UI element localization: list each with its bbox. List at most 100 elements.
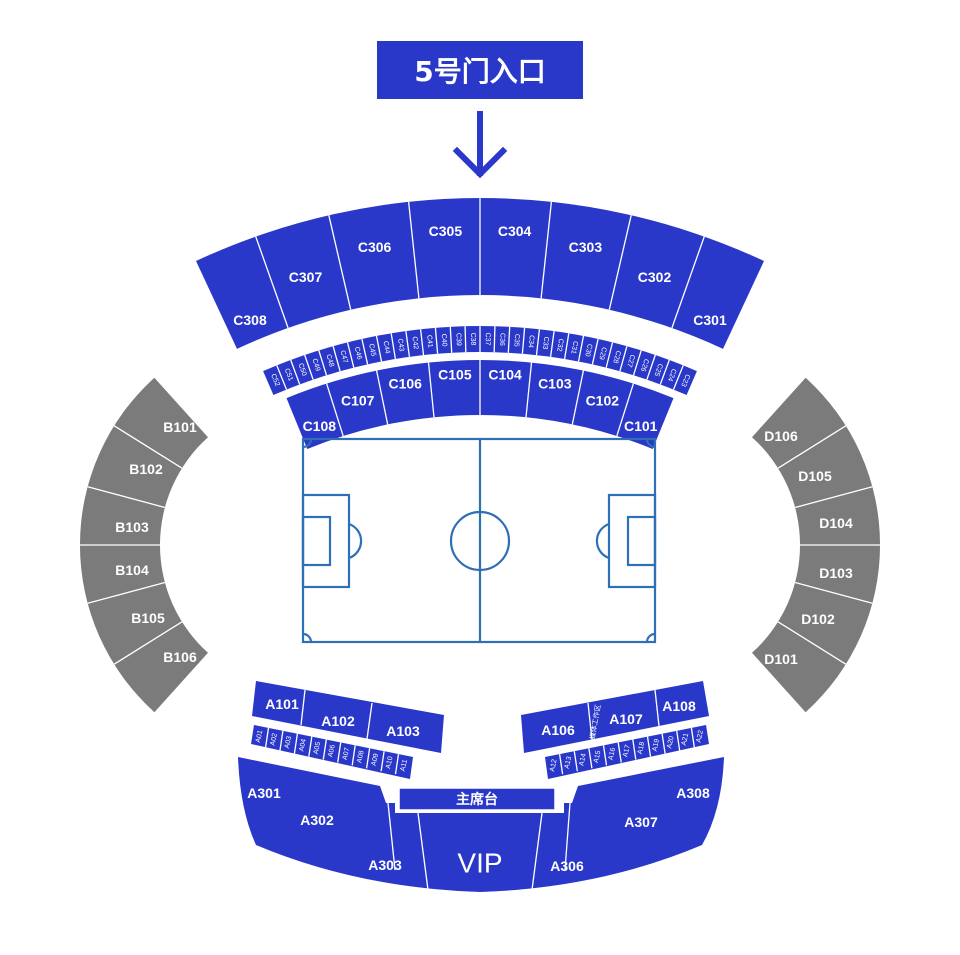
box-a20: A20: [666, 735, 675, 749]
section-b106: B106: [163, 649, 197, 665]
section-d105: D105: [798, 468, 832, 484]
section-c303: C303: [569, 239, 603, 255]
box-divider: [602, 745, 608, 766]
box-divider: [659, 359, 670, 385]
box-c52: C52: [269, 373, 280, 388]
box-c46: C46: [353, 346, 363, 360]
section-divider: [325, 383, 344, 437]
box-divider: [337, 742, 342, 763]
box-divider: [493, 326, 496, 353]
box-c28: C28: [611, 350, 621, 364]
section-b104: B104: [115, 562, 149, 578]
box-c34: C34: [527, 335, 535, 349]
section-divider: [427, 362, 435, 418]
south-lower-west: [252, 681, 444, 753]
section-c103: C103: [538, 376, 572, 392]
box-a19: A19: [652, 738, 661, 752]
box-c35: C35: [512, 334, 520, 347]
section-divider: [794, 486, 873, 509]
south-box-row-west: [251, 725, 413, 779]
box-c48: C48: [324, 354, 334, 368]
box-divider: [549, 331, 555, 357]
box-a13: A13: [564, 756, 573, 770]
section-b105: B105: [131, 610, 165, 626]
box-c24: C24: [666, 368, 677, 383]
section-d102: D102: [801, 611, 835, 627]
south-upper-tier: [238, 757, 724, 892]
section-divider: [375, 370, 389, 425]
box-a12: A12: [549, 759, 558, 773]
section-c106: C106: [388, 376, 422, 392]
section-d103: D103: [819, 565, 853, 581]
box-divider: [573, 751, 578, 772]
section-a303: A303: [368, 857, 402, 873]
section-d101: D101: [764, 651, 798, 667]
box-c49: C49: [310, 358, 321, 372]
box-c39: C39: [454, 333, 462, 346]
box-a11: A11: [400, 759, 409, 772]
section-divider: [654, 689, 660, 727]
box-divider: [690, 727, 696, 748]
gate-5-banner[interactable]: [377, 41, 583, 99]
section-a307: A307: [624, 814, 658, 830]
section-divider: [407, 201, 420, 299]
section-b101: B101: [163, 419, 197, 435]
box-divider: [308, 736, 313, 757]
box-divider: [535, 329, 541, 356]
section-c308: C308: [233, 312, 267, 328]
box-c40: C40: [440, 334, 448, 347]
box-a02: A02: [269, 732, 278, 746]
box-divider: [672, 365, 684, 390]
section-c108: C108: [303, 418, 337, 434]
football-pitch: [301, 437, 657, 644]
corner-arc-tr: [645, 438, 656, 449]
box-divider: [646, 354, 656, 380]
box-divider: [332, 346, 341, 372]
goal-area-left: [301, 515, 332, 567]
box-divider: [521, 327, 526, 354]
penalty-area-left: [301, 493, 351, 589]
box-c29: C29: [597, 346, 607, 360]
box-divider: [661, 733, 666, 754]
box-divider: [577, 335, 585, 362]
section-divider: [113, 621, 183, 665]
section-a103: A103: [386, 723, 420, 739]
section-divider: [777, 621, 847, 665]
box-divider: [563, 333, 570, 360]
down-arrow-icon: [452, 111, 508, 179]
box-a09: A09: [371, 753, 380, 767]
box-divider: [322, 739, 327, 760]
north-box-row: [263, 325, 697, 395]
box-divider: [380, 751, 385, 772]
main-stand-box[interactable]: [398, 787, 556, 811]
section-c101: C101: [624, 418, 658, 434]
box-divider: [351, 745, 356, 766]
box-a01: A01: [255, 730, 264, 744]
box-c26: C26: [639, 358, 650, 372]
vip-label: VIP: [457, 848, 502, 879]
vip-divider-right: [531, 812, 543, 891]
box-divider: [507, 326, 511, 353]
box-c41: C41: [425, 335, 433, 349]
corner-arc-tl: [302, 438, 313, 449]
box-c33: C33: [541, 336, 550, 350]
box-c32: C32: [555, 338, 564, 352]
penalty-arc-right: [595, 522, 610, 560]
box-a08: A08: [356, 750, 365, 764]
box-divider: [365, 748, 371, 769]
box-a06: A06: [327, 744, 336, 758]
section-divider: [300, 689, 306, 726]
box-c27: C27: [625, 354, 635, 368]
section-b103: B103: [115, 519, 149, 535]
section-divider: [525, 362, 533, 418]
box-c50: C50: [297, 362, 308, 377]
box-divider: [558, 754, 564, 775]
section-a302: A302: [300, 812, 334, 828]
penalty-area-right: [607, 493, 657, 589]
box-c38: C38: [469, 333, 476, 346]
corner-arc-br: [645, 632, 656, 643]
section-divider: [794, 581, 873, 604]
section-divider: [587, 702, 593, 741]
box-c36: C36: [498, 333, 506, 346]
